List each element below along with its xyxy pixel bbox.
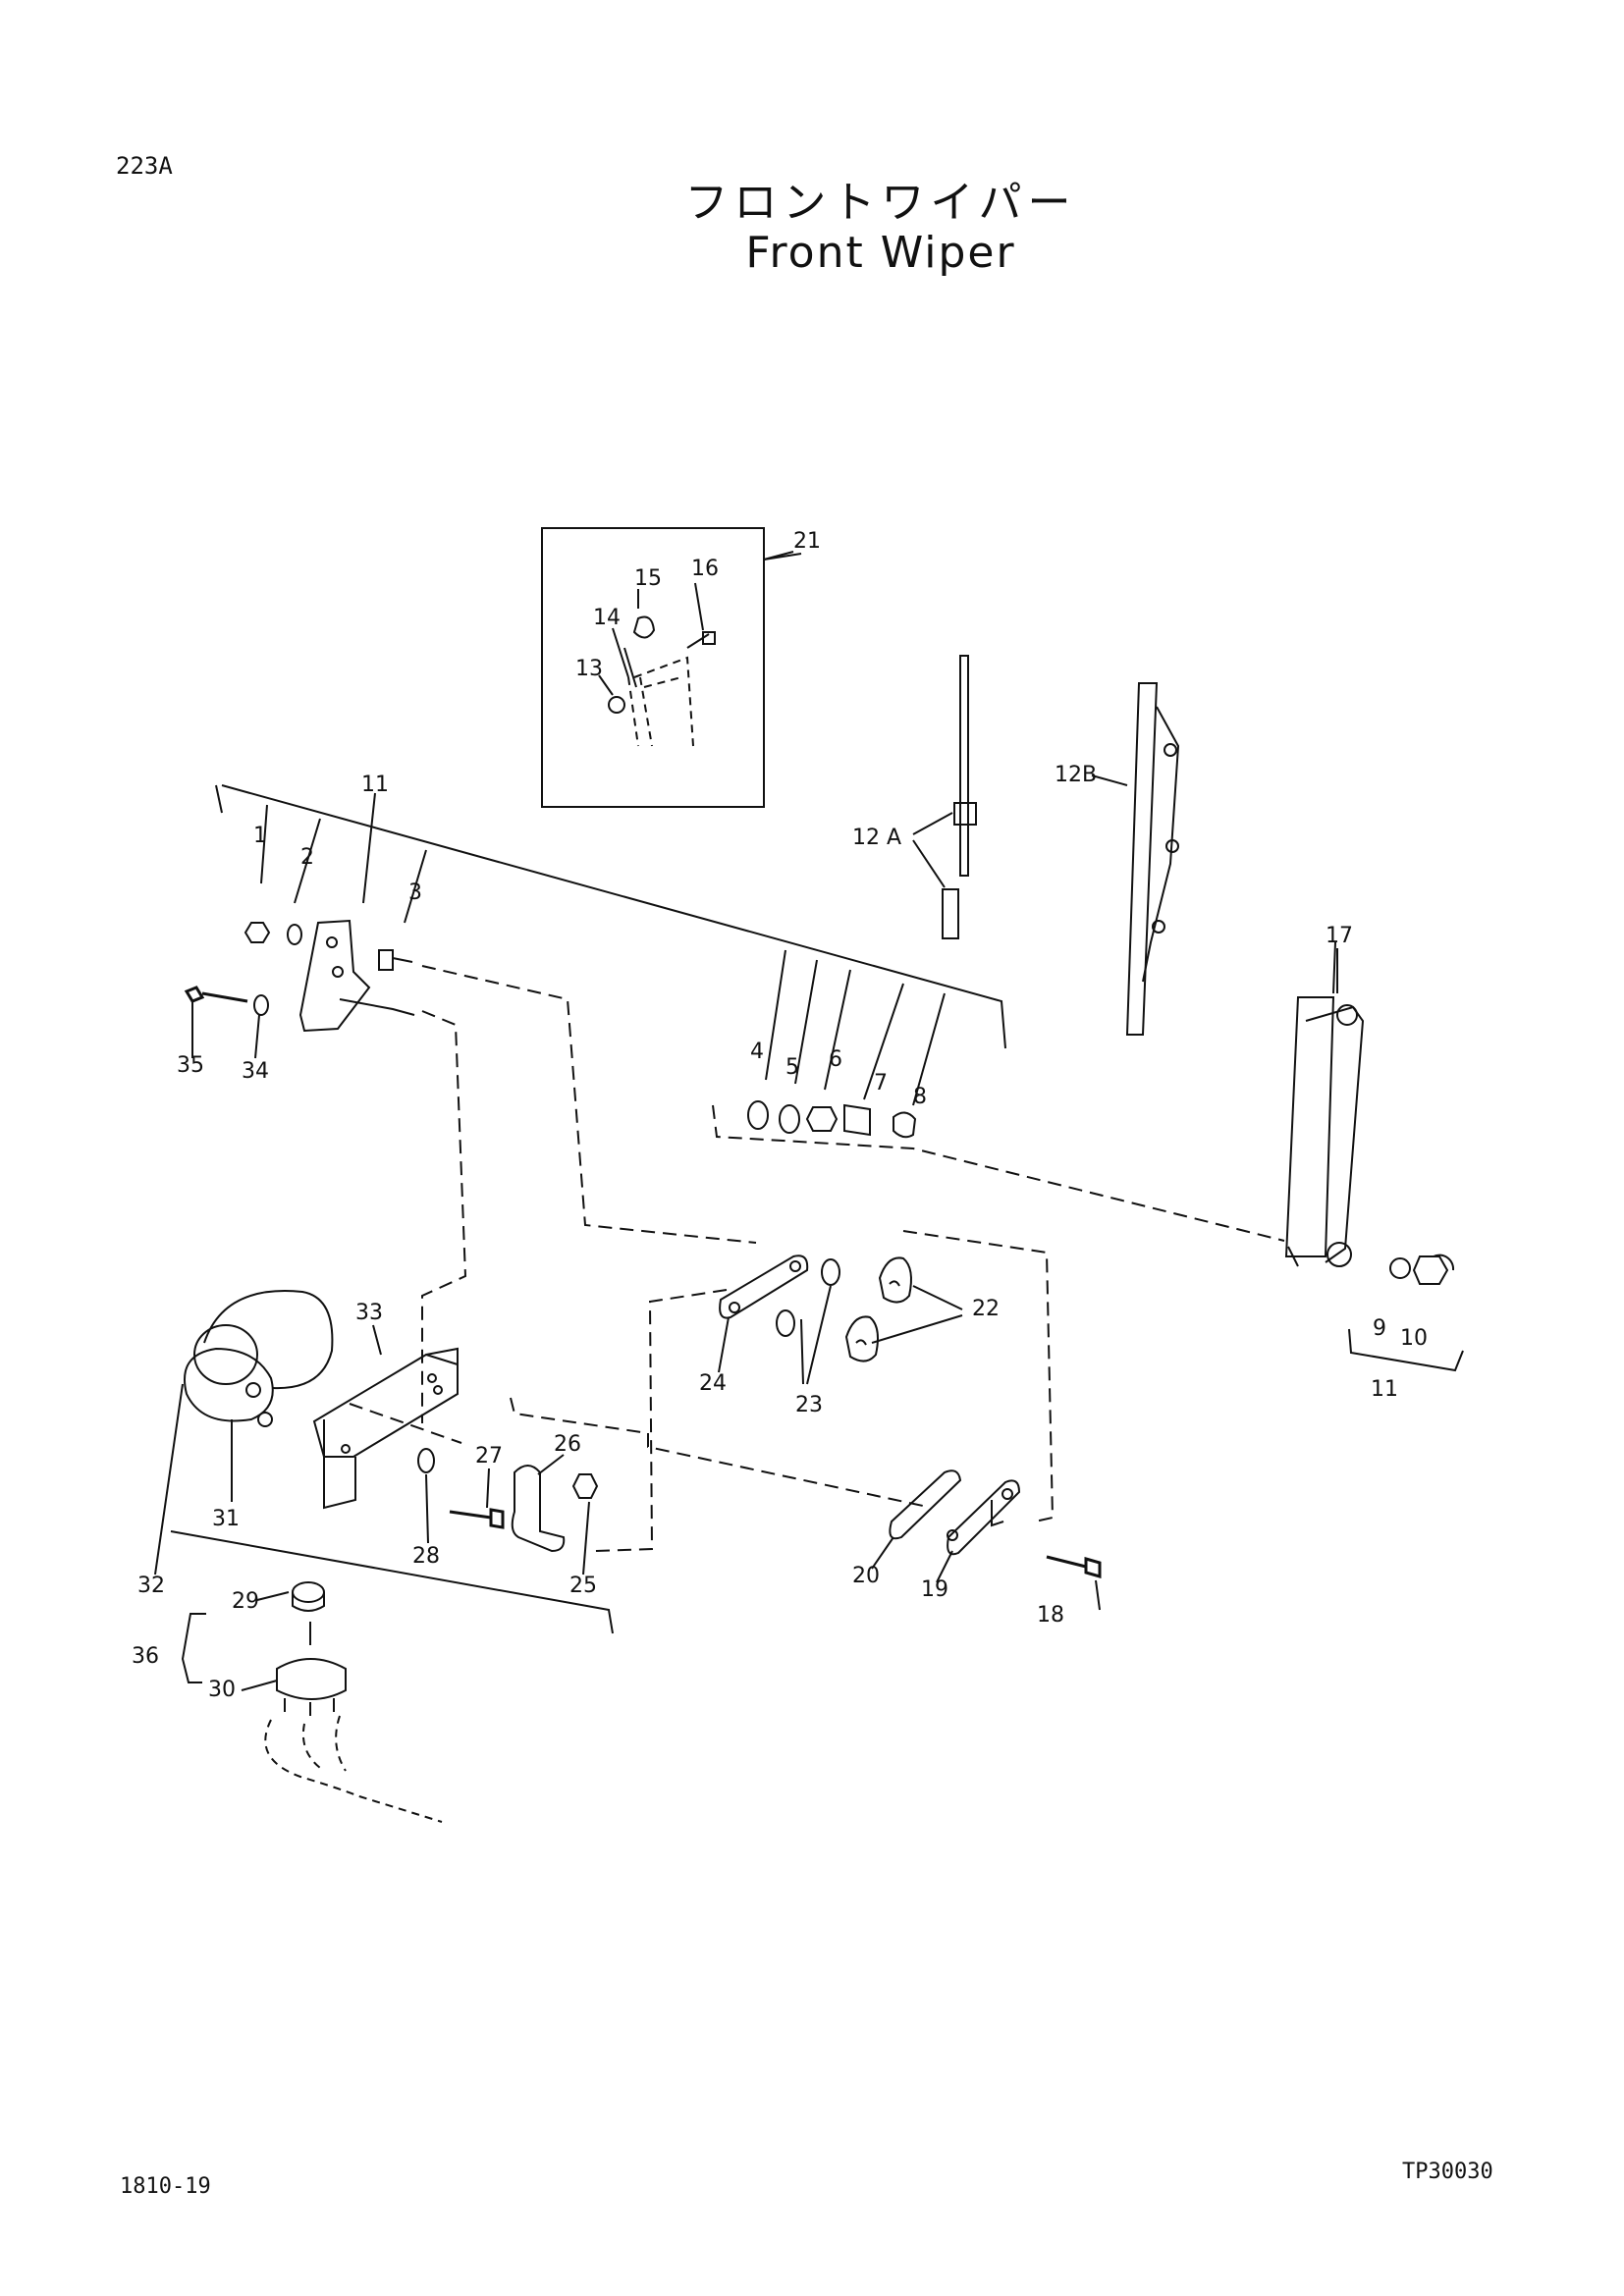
callout-24: 24 — [699, 1371, 727, 1396]
bolt-27 — [449, 1508, 505, 1529]
callout-27: 27 — [475, 1444, 503, 1468]
title-japanese: フロントワイパー — [684, 178, 1077, 228]
link-plate-20 — [889, 1469, 962, 1540]
motor-shaft-bracket — [298, 919, 415, 1033]
callout-11-top: 11 — [361, 773, 389, 797]
washer-9 — [1389, 1257, 1411, 1279]
bolt-3 — [378, 949, 413, 971]
callout-20: 20 — [852, 1564, 880, 1588]
callout-15: 15 — [634, 566, 662, 591]
callout-14: 14 — [593, 606, 621, 630]
callout-8: 8 — [913, 1085, 927, 1109]
callout-32: 32 — [137, 1574, 165, 1598]
washer-23a — [821, 1258, 840, 1286]
callout-11-bottom: 11 — [1371, 1377, 1398, 1402]
leader-lines-top — [260, 792, 946, 1106]
callout-4: 4 — [750, 1040, 764, 1064]
callout-7: 7 — [874, 1071, 888, 1095]
nut-25 — [571, 1473, 599, 1499]
callout-31: 31 — [212, 1507, 240, 1531]
callout-10: 10 — [1400, 1326, 1428, 1351]
nut-1 — [244, 922, 271, 943]
callout-labels: 1 2 3 4 5 6 7 8 9 10 11 11 12 A 12B 13 1… — [132, 529, 1428, 1702]
crank-26 — [511, 1465, 566, 1553]
callout-19: 19 — [921, 1577, 948, 1602]
callout-12a: 12 A — [852, 826, 901, 850]
callout-21: 21 — [793, 529, 821, 554]
callout-leaders — [154, 553, 1338, 1691]
callout-12b: 12B — [1055, 763, 1097, 787]
callout-36: 36 — [132, 1644, 159, 1669]
callout-18: 18 — [1037, 1603, 1064, 1628]
callout-28: 28 — [412, 1544, 440, 1569]
crank-plate-24 — [719, 1255, 809, 1319]
callout-33: 33 — [355, 1301, 383, 1325]
wiper-blade-12a — [912, 655, 977, 939]
callout-34: 34 — [242, 1059, 269, 1084]
washer-23b — [776, 1309, 795, 1337]
washer-34 — [253, 994, 269, 1016]
wiper-blade-12b — [1091, 682, 1180, 1036]
callout-16: 16 — [691, 557, 719, 581]
title-english: Front Wiper — [745, 228, 1016, 278]
callout-6: 6 — [829, 1047, 842, 1072]
parts-4-8 — [747, 1100, 917, 1139]
washer-2 — [287, 924, 302, 945]
clip-22b — [844, 1315, 879, 1362]
callout-29: 29 — [232, 1589, 259, 1614]
dashed-line-arm — [712, 1104, 1285, 1242]
cap-nut-10 — [1412, 1254, 1455, 1285]
callout-35: 35 — [177, 1053, 204, 1078]
callout-3: 3 — [408, 881, 422, 905]
group-bracket-top — [215, 784, 1006, 1049]
bolt-35 — [184, 986, 248, 1003]
callout-1: 1 — [253, 824, 267, 848]
page-code: 223A — [116, 152, 173, 180]
inset-part-clip — [608, 615, 716, 747]
bolt-18 — [1046, 1555, 1102, 1578]
inset-box-21 — [541, 527, 765, 808]
bracket-36 — [181, 1613, 206, 1683]
link-assembly-33 — [312, 1347, 459, 1510]
callout-22: 22 — [972, 1297, 1000, 1321]
callout-9: 9 — [1373, 1316, 1386, 1341]
link-plate-19 — [947, 1479, 1021, 1556]
wiper-arm-17 — [1284, 941, 1365, 1267]
reference-code: TP30030 — [1402, 2160, 1493, 2184]
dashed-routing — [349, 965, 1055, 1552]
callout-30: 30 — [208, 1678, 236, 1702]
wiper-motor-31 — [184, 1290, 334, 1427]
washer-28 — [417, 1448, 435, 1473]
callout-26: 26 — [554, 1432, 581, 1457]
document-number: 1810-19 — [120, 2174, 211, 2199]
bracket-31-bottom — [170, 1530, 614, 1634]
callout-25: 25 — [569, 1574, 597, 1598]
switch-30 — [264, 1581, 443, 1823]
callout-13: 13 — [575, 657, 603, 681]
callout-23: 23 — [795, 1393, 823, 1417]
bracket-11-bottom — [1348, 1328, 1464, 1372]
callout-2: 2 — [300, 845, 314, 870]
clip-22a — [878, 1256, 912, 1304]
callout-17: 17 — [1326, 924, 1353, 948]
callout-5: 5 — [785, 1055, 799, 1080]
